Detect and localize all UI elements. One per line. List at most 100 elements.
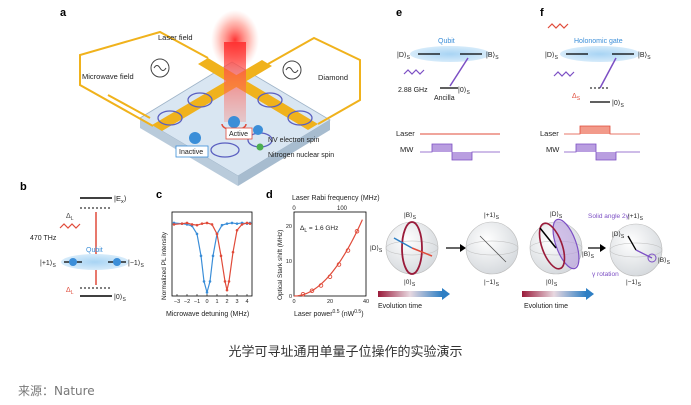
data-point (205, 291, 209, 294)
bloch-minus1-f: |−1⟩S (626, 278, 642, 288)
data-point (185, 221, 189, 225)
data-point (220, 223, 224, 227)
data-point (345, 248, 351, 253)
tick-label: 0 (292, 299, 295, 305)
tick-label: 2 (225, 299, 228, 305)
tick-label: 4 (245, 299, 248, 305)
data-point (225, 288, 229, 292)
data-point (215, 232, 219, 236)
data-point (190, 223, 194, 226)
tick-label: −2 (184, 299, 190, 305)
rotation-circle (647, 253, 657, 263)
tick-label: −3 (174, 299, 180, 305)
laser-wave-icon (547, 23, 569, 29)
bloch-b-e: |B⟩S (404, 211, 417, 221)
ex-state: |Ex⟩ (114, 194, 127, 205)
ancilla-label: Ancilla (434, 95, 455, 102)
panel-letter-b: b (20, 181, 27, 193)
data-point (202, 280, 206, 283)
data-point (318, 283, 324, 288)
nuclear-spin-icon (256, 143, 264, 151)
evolution-label-f: Evolution time (524, 303, 568, 310)
b-state-e: |B⟩S (486, 51, 499, 61)
delta-top: ΔL (66, 213, 74, 222)
panel-a: a Laser f (60, 7, 361, 186)
bloch-equator (609, 242, 663, 258)
figure-caption: 光学可寻址通用单量子位操作的实验演示 (228, 345, 463, 360)
source-label: 来源：Nature (18, 384, 95, 398)
chart-d-top-tick: 100 (337, 206, 348, 212)
nv-spin-label: NV electron spin (268, 137, 319, 144)
chart-c-ylabel: Normalized PL intensity (161, 231, 168, 300)
data-point (235, 222, 239, 225)
bloch-plus1-f: |+1⟩S (628, 212, 644, 222)
bloch-equator (465, 240, 519, 256)
evolution-bar-f (522, 291, 586, 297)
solid-angle-label: Solid angle 2γ (588, 213, 630, 220)
nuclear-spin-label: Nitrogen nuclear spin (268, 152, 334, 159)
bloch-vector (411, 247, 433, 257)
data-point (240, 223, 244, 226)
microwave-field-label: Microwave field (82, 72, 134, 81)
zero-state-e: |0⟩S (458, 86, 470, 96)
plus1-spin-icon (69, 258, 77, 266)
figure-panel: a Laser f (20, 7, 671, 318)
laser-field-label: Laser field (158, 33, 193, 42)
data-point (235, 228, 239, 232)
inactive-label: Inactive (179, 149, 203, 156)
tick-label: 20 (286, 224, 292, 230)
bloch-vector (635, 249, 653, 259)
data-point (210, 223, 214, 226)
data-point (195, 223, 199, 227)
data-point (172, 223, 176, 226)
data-point (200, 222, 204, 225)
panel-b: b |Ex⟩ ΔL 470 THz Qubit |+1⟩S |−1⟩S ΔL |… (20, 181, 145, 303)
bloch-b-f: |B⟩S (582, 250, 595, 260)
bloch-vector (393, 237, 413, 249)
bloch-d-e: |D⟩S (370, 244, 383, 254)
microwave-wire-right (267, 36, 361, 125)
panel-letter-c: c (156, 189, 162, 201)
bloch-vector (539, 227, 557, 249)
active-label: Active (229, 131, 248, 138)
data-point (227, 280, 231, 283)
chart-c-marks (172, 221, 252, 295)
delta-f: ΔS (572, 93, 581, 102)
d-state-e: |D⟩S (397, 51, 411, 61)
chart-d-xlabel: Laser power0.5 (nW0.5) (294, 309, 364, 318)
data-point (354, 228, 360, 234)
freq-label: 470 THz (30, 235, 57, 242)
tick-label: 40 (363, 299, 369, 305)
data-point (208, 280, 212, 283)
data-point (199, 254, 203, 258)
photon-wave-icon (59, 223, 81, 229)
bloch-axis (479, 235, 507, 263)
data-point (336, 262, 342, 267)
chart-d-annotation: ΔL = 1.6 GHz (300, 225, 338, 234)
data-point (230, 221, 234, 225)
panel-e: e Qubit |D⟩S |B⟩S 2.88 GHz Ancilla |0⟩S … (396, 7, 500, 161)
data-point (327, 274, 333, 280)
chart-d-top-label: Laser Rabi frequency (MHz) (292, 195, 380, 202)
zero-state: |0⟩S (114, 293, 126, 303)
panel-letter-e: e (396, 7, 402, 19)
sine-icon (285, 67, 299, 73)
mw-arrow-f (599, 57, 617, 89)
chart-d-frame (293, 211, 367, 297)
tick-label: 10 (286, 259, 292, 265)
mw-wave-icon-f (553, 71, 575, 77)
evolution-arrow-head (586, 288, 594, 300)
tick-label: 0 (289, 294, 292, 300)
d-state-f: |D⟩S (545, 51, 559, 61)
inactive-spin (189, 132, 201, 144)
bloch-trajectory (401, 221, 423, 275)
evolution-label-e: Evolution time (378, 303, 422, 310)
mw-label-f: MW (546, 145, 560, 154)
chart-c-xlabel: Microwave detuning (MHz) (166, 311, 249, 318)
data-point (309, 288, 315, 294)
mw-pulse-e (420, 143, 500, 161)
data-point (195, 232, 199, 236)
panel-letter-a: a (60, 7, 67, 19)
